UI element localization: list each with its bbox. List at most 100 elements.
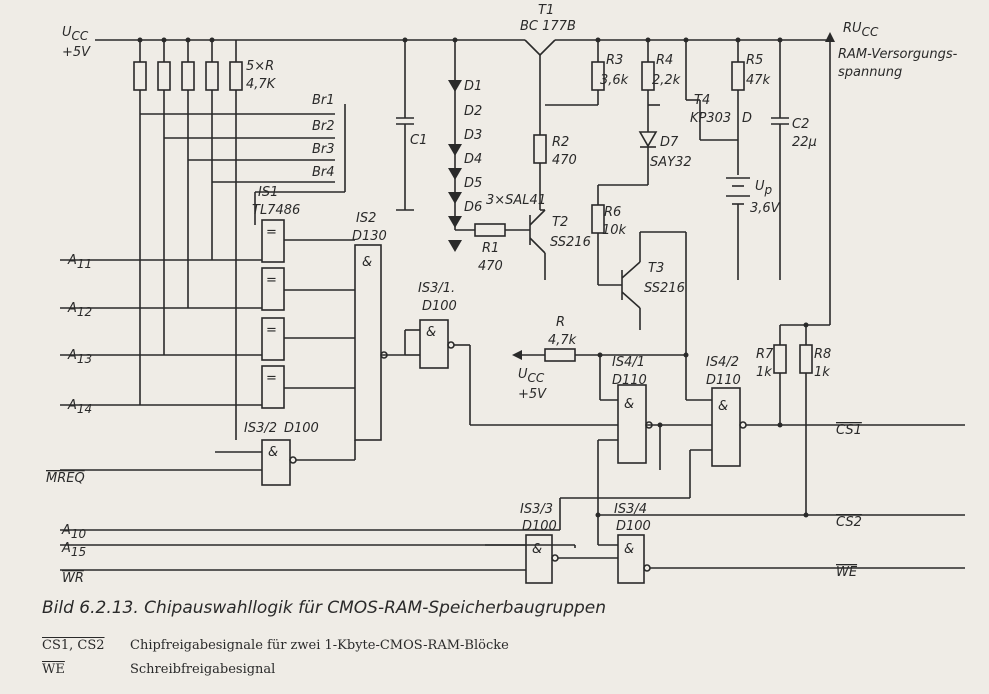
- t4-d-label: D: [742, 111, 752, 126]
- d6-label: D6: [464, 200, 482, 215]
- ram-supply-label: RAM-Versorgungs-: [838, 47, 958, 62]
- is33-type: D100: [522, 519, 557, 534]
- up-label: Up: [755, 179, 773, 197]
- is42-type: D110: [706, 373, 741, 388]
- diode-icon: [448, 144, 462, 156]
- r6-value: 10k: [602, 223, 627, 238]
- we-label: WE: [836, 565, 858, 580]
- d3-label: D3: [464, 128, 482, 143]
- c1-label: C1: [410, 133, 427, 148]
- gate-and-symbol: &: [718, 399, 728, 414]
- rucc-label: RUCC: [843, 21, 879, 39]
- is34-label: IS3/4: [614, 502, 647, 517]
- c2-label: C2: [792, 117, 809, 132]
- d5-label: D5: [464, 176, 482, 191]
- is31-type: D100: [422, 299, 457, 314]
- t4-type: KP303: [690, 111, 731, 126]
- r5x-label: 5×R: [246, 59, 274, 74]
- diode-icon: [448, 240, 462, 252]
- r8-value: 1k: [814, 365, 830, 380]
- gate-and-symbol: &: [532, 542, 542, 557]
- ucc-voltage: +5V: [62, 45, 91, 60]
- is33-label: IS3/3: [520, 502, 553, 517]
- a12-label: A12: [67, 301, 92, 319]
- mreq-label: MREQ: [46, 471, 85, 486]
- legend-desc-1: Chipfreigabesignale für zwei 1-Kbyte-CMO…: [130, 638, 509, 653]
- is42-label: IS4/2: [706, 355, 739, 370]
- br4-label: Br4: [312, 165, 335, 180]
- t2-label: T2: [552, 215, 568, 230]
- r2-value: 470: [552, 153, 577, 168]
- r4-label: R4: [656, 53, 673, 68]
- gate-xor-symbol: =: [266, 273, 277, 288]
- cs1-label: CS1: [836, 423, 862, 438]
- c2-value: 22µ: [792, 135, 817, 150]
- r8-label: R8: [814, 347, 831, 362]
- r3-value: 3,6k: [600, 73, 629, 88]
- r5x-value: 4,7K: [246, 77, 277, 92]
- is2-type: D130: [352, 229, 387, 244]
- t3-type: SS216: [644, 281, 685, 296]
- up-value: 3,6V: [750, 201, 781, 216]
- legend-desc-2: Schreibfreigabesignal: [130, 662, 276, 677]
- figure-caption: Bild 6.2.13. Chipauswahllogik für CMOS-R…: [42, 598, 607, 618]
- is1-type: TL7486: [252, 203, 300, 218]
- r-label: R: [556, 315, 565, 330]
- arrow-left-icon: [512, 350, 522, 360]
- sal-label: 3×SAL41: [486, 193, 546, 208]
- is41-label: IS4/1: [612, 355, 645, 370]
- d4-label: D4: [464, 152, 482, 167]
- d7-label: D7: [660, 135, 679, 150]
- t4-label: T4: [694, 93, 710, 108]
- r4-value: 2,2k: [652, 73, 681, 88]
- is34-type: D100: [616, 519, 651, 534]
- br3-label: Br3: [312, 142, 335, 157]
- is32-label: IS3/2: [244, 421, 277, 436]
- r1-label: R1: [482, 241, 499, 256]
- is41-type: D110: [612, 373, 647, 388]
- legend-term-1: CS1, CS2: [42, 638, 105, 653]
- diode-icon: [448, 168, 462, 180]
- r7-value: 1k: [756, 365, 772, 380]
- a14-label: A14: [67, 398, 92, 416]
- diode-icon: [448, 192, 462, 204]
- r5-label: R5: [746, 53, 763, 68]
- r1-value: 470: [478, 259, 503, 274]
- r2-label: R2: [552, 135, 569, 150]
- gate-and-symbol: &: [624, 397, 634, 412]
- ucc2-label: UCC: [518, 367, 545, 385]
- gate-xor-symbol: =: [266, 371, 277, 386]
- d7-type: SAY32: [650, 155, 692, 170]
- r6-label: R6: [604, 205, 621, 220]
- a10-label: A10: [61, 523, 87, 541]
- a13-label: A13: [67, 348, 92, 366]
- r5-value: 47k: [746, 73, 771, 88]
- t1-type: BC 177B: [520, 19, 576, 34]
- t1-label: T1: [538, 3, 554, 18]
- d2-label: D2: [464, 104, 482, 119]
- is2-label: IS2: [356, 211, 376, 226]
- ucc-label: UCC: [62, 25, 89, 43]
- ucc2-voltage: +5V: [518, 387, 547, 402]
- gate-xor-symbol: =: [266, 323, 277, 338]
- d1-label: D1: [464, 79, 482, 94]
- a11-label: A11: [67, 253, 92, 271]
- gate-and-symbol: &: [426, 325, 436, 340]
- r-value: 4,7k: [548, 333, 577, 348]
- gate-xor-symbol: =: [266, 225, 277, 240]
- br1-label: Br1: [312, 93, 335, 108]
- gate-and-symbol: &: [362, 255, 372, 270]
- ram-supply-label-2: spannung: [838, 65, 902, 80]
- r3-label: R3: [606, 53, 623, 68]
- is32-type: D100: [284, 421, 319, 436]
- is31-label: IS3/1.: [418, 281, 455, 296]
- r7-label: R7: [756, 347, 774, 362]
- t2-type: SS216: [550, 235, 591, 250]
- gate-and-symbol: &: [624, 542, 634, 557]
- legend-term-2: WE: [42, 662, 65, 677]
- wr-label: WR: [62, 571, 84, 586]
- is1-label: IS1: [258, 185, 278, 200]
- diode-icon: [448, 216, 462, 228]
- br2-label: Br2: [312, 119, 335, 134]
